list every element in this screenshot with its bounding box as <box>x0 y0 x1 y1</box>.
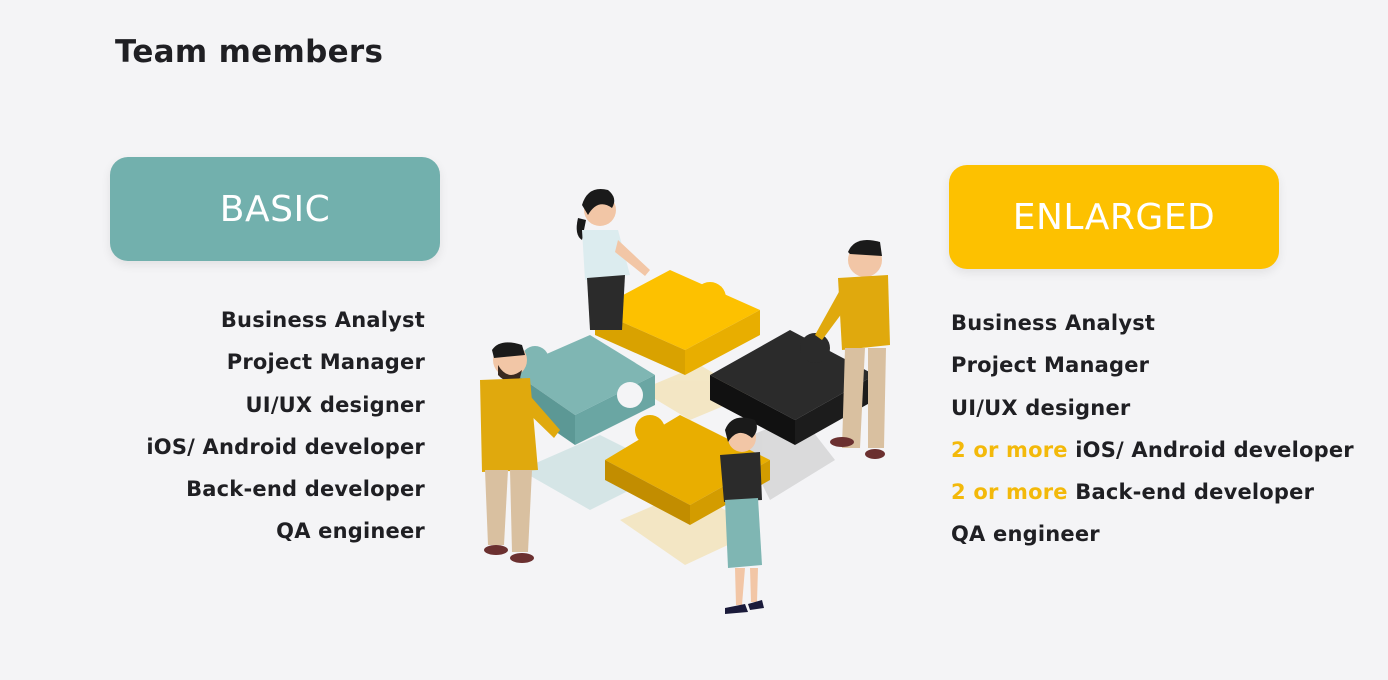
basic-plan-badge: BASIC <box>110 157 440 261</box>
teal-puzzle-piece <box>510 335 655 445</box>
basic-roles-list: Business Analyst Project Manager UI/UX d… <box>146 299 425 553</box>
role-name: UI/UX designer <box>951 395 1131 420</box>
list-item: 2 or more iOS/ Android developer <box>951 429 1354 471</box>
team-puzzle-illustration <box>480 189 890 614</box>
person-man-right <box>815 239 890 459</box>
list-item: QA engineer <box>276 519 425 544</box>
list-item: Project Manager <box>226 350 425 375</box>
page-title: Team members <box>115 34 384 70</box>
role-name: QA engineer <box>951 522 1100 547</box>
list-item: Back-end developer <box>186 477 425 502</box>
list-item: Business Analyst <box>220 308 425 332</box>
list-item: QA engineer <box>951 513 1354 555</box>
role-name: Back-end developer <box>1075 480 1315 505</box>
role-quantity-prefix: 2 or more <box>951 480 1068 505</box>
enlarged-roles-list: Business Analyst Project Manager UI/UX d… <box>951 302 1354 556</box>
role-name: Business Analyst <box>951 311 1156 335</box>
list-item: Project Manager <box>951 344 1354 386</box>
list-item: Business Analyst <box>951 302 1354 344</box>
enlarged-plan-badge: ENLARGED <box>949 165 1279 269</box>
person-man-left <box>480 342 560 563</box>
person-woman-bottom <box>720 417 764 614</box>
list-item: UI/UX designer <box>951 387 1354 429</box>
person-woman-top <box>576 189 650 330</box>
role-quantity-prefix: 2 or more <box>951 437 1068 462</box>
list-item: UI/UX designer <box>245 392 425 417</box>
role-name: Project Manager <box>951 353 1150 378</box>
role-name: iOS/ Android developer <box>1075 437 1354 462</box>
list-item: iOS/ Android developer <box>146 434 425 459</box>
list-item: 2 or more Back-end developer <box>951 471 1354 513</box>
